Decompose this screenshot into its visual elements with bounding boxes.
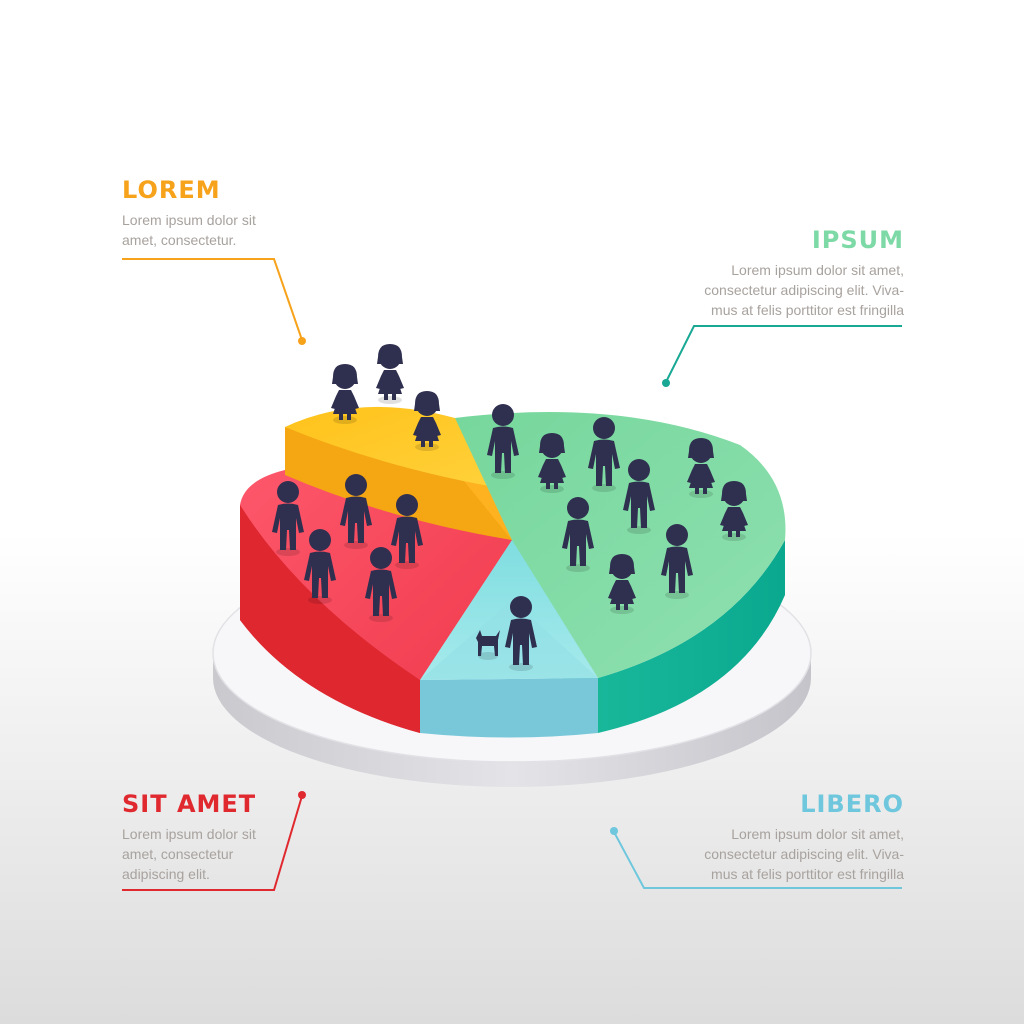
callout-line: amet, consectetur (122, 846, 234, 862)
connector-libero (610, 827, 902, 889)
figures-group (272, 344, 748, 671)
person-icon (623, 459, 655, 534)
callout-libero-text: Lorem ipsum dolor sit amet, consectetur … (640, 824, 904, 884)
person-icon (331, 364, 359, 424)
callout-ipsum: IPSUM Lorem ipsum dolor sit amet, consec… (640, 226, 904, 320)
callout-ipsum-title: IPSUM (811, 226, 904, 254)
callout-connectors (122, 258, 902, 891)
callout-sit-amet: SIT AMET Lorem ipsum dolor sit amet, con… (122, 790, 322, 884)
callout-line: mus at felis porttitor est fringilla (711, 302, 904, 318)
callout-line: Lorem ipsum dolor sit amet, (731, 262, 904, 278)
connector-lorem (122, 258, 306, 345)
person-icon (391, 494, 423, 569)
person-icon (505, 596, 537, 671)
person-icon (608, 554, 636, 614)
person-icon (538, 433, 566, 493)
connector-ipsum (662, 325, 902, 387)
callout-sit-amet-text: Lorem ipsum dolor sit amet, consectetur … (122, 824, 322, 884)
callout-dot-icon (610, 827, 618, 835)
person-icon (487, 404, 519, 479)
callout-lorem-title: LOREM (122, 176, 221, 204)
person-icon (588, 417, 620, 492)
callout-line: adipiscing elit. (122, 866, 210, 882)
callout-dot-icon (298, 791, 306, 799)
callout-lorem: LOREM Lorem ipsum dolor sit amet, consec… (122, 176, 322, 250)
person-icon (272, 481, 304, 556)
callout-line: Lorem ipsum dolor sit (122, 212, 256, 228)
callout-ipsum-text: Lorem ipsum dolor sit amet, consectetur … (640, 260, 904, 320)
callout-line: consectetur adipiscing elit. Viva- (704, 846, 904, 862)
callout-dot-icon (298, 337, 306, 345)
callout-line: amet, consectetur. (122, 232, 237, 248)
person-icon (720, 481, 748, 541)
callout-dot-icon (662, 379, 670, 387)
person-icon (304, 529, 336, 604)
callout-libero: LIBERO Lorem ipsum dolor sit amet, conse… (640, 790, 904, 884)
callout-line: mus at felis porttitor est fringilla (711, 866, 904, 882)
callout-line: Lorem ipsum dolor sit amet, (731, 826, 904, 842)
callout-lorem-text: Lorem ipsum dolor sit amet, consectetur. (122, 210, 322, 250)
callout-line: consectetur adipiscing elit. Viva- (704, 282, 904, 298)
person-icon (340, 474, 372, 549)
person-icon (562, 497, 594, 572)
person-icon (376, 344, 404, 404)
connector-sit-amet (122, 791, 306, 891)
person-icon (661, 524, 693, 599)
callout-sit-amet-title: SIT AMET (122, 790, 257, 818)
callout-line: Lorem ipsum dolor sit (122, 826, 256, 842)
person-icon (413, 391, 441, 451)
callout-libero-title: LIBERO (800, 790, 904, 818)
person-icon (687, 438, 715, 498)
dog-icon (474, 630, 500, 660)
person-icon (365, 547, 397, 622)
